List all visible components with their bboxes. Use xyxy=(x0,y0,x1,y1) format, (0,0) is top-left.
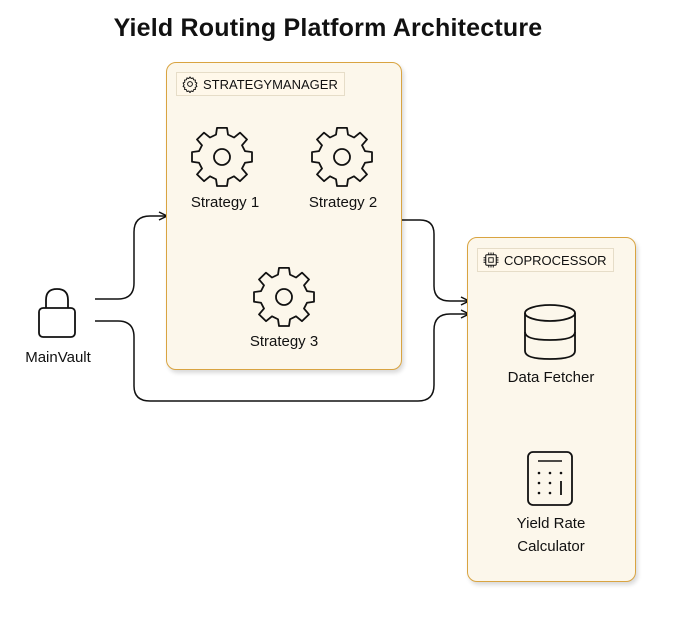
connector-strategies-to-coprocessor xyxy=(401,219,468,301)
strategy-manager-label: STRATEGYMANAGER xyxy=(203,76,338,92)
gear-icon xyxy=(182,76,198,93)
yield-rate-label: Yield Rate xyxy=(516,515,586,532)
coprocessor-label: COPROCESSOR xyxy=(504,252,607,268)
strategy-2-label: Strategy 2 xyxy=(308,194,378,211)
gear-icon xyxy=(191,126,253,187)
coprocessor-tag: COPROCESSOR xyxy=(477,248,614,272)
main-vault-label: MainVault xyxy=(25,349,91,366)
lock-icon xyxy=(38,288,76,338)
calculator-label: Calculator xyxy=(517,538,585,555)
database-icon xyxy=(524,304,576,360)
strategy-manager-tag: STRATEGYMANAGER xyxy=(176,72,345,96)
connector-vault-to-strategies xyxy=(95,216,166,300)
strategy-manager-panel: STRATEGYMANAGER xyxy=(166,62,402,370)
strategy-3-label: Strategy 3 xyxy=(249,333,319,350)
gear-icon xyxy=(311,126,373,187)
coprocessor-panel: COPROCESSOR xyxy=(467,237,636,582)
calculator-icon xyxy=(527,451,573,506)
connector-vault-to-coprocessor xyxy=(95,314,468,402)
diagram-title: Yield Routing Platform Architecture xyxy=(113,14,543,42)
chip-icon xyxy=(483,252,499,268)
gear-icon xyxy=(253,266,315,327)
data-fetcher-label: Data Fetcher xyxy=(507,369,595,386)
strategy-1-label: Strategy 1 xyxy=(190,194,260,211)
